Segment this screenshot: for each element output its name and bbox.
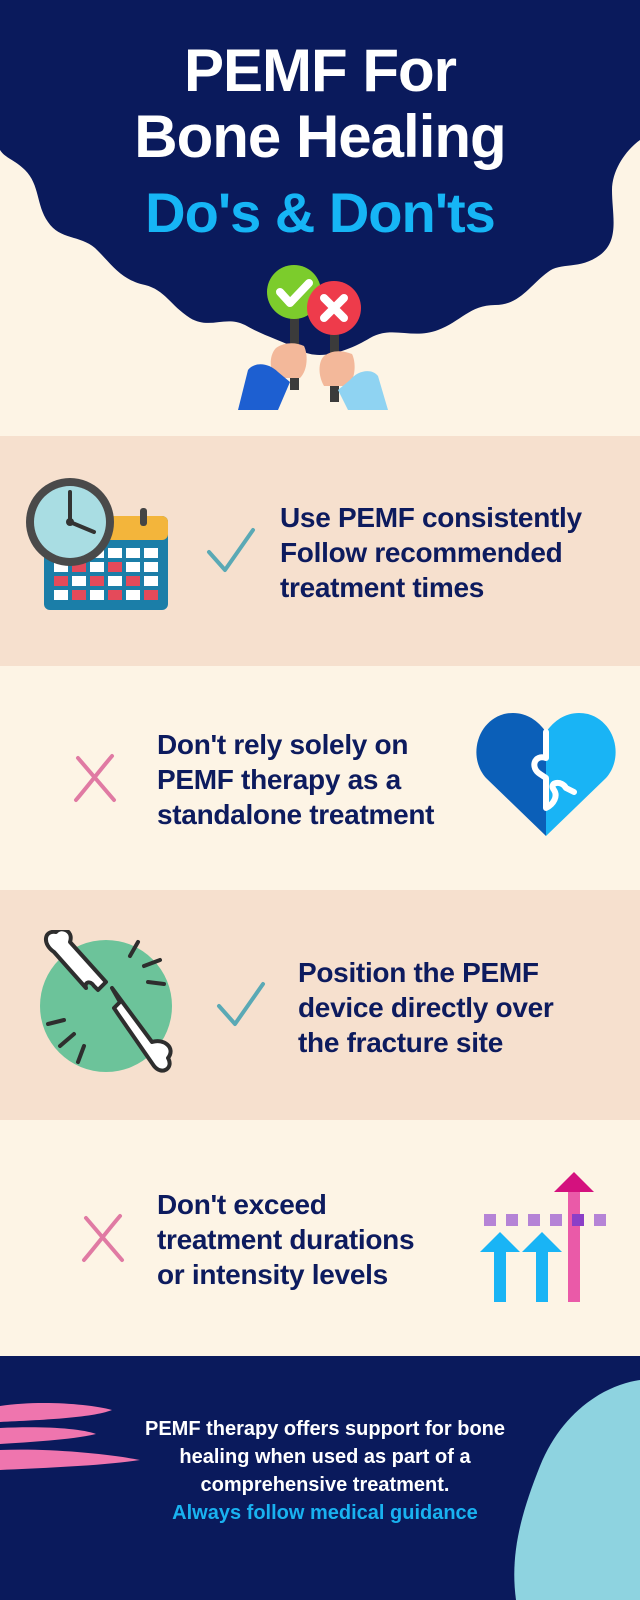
arrows-limit-icon <box>480 1172 606 1302</box>
cross-mark-icon <box>74 754 116 802</box>
puzzle-heart-icon <box>476 712 616 836</box>
title-line-2: Bone Healing <box>134 103 506 170</box>
check-mark-icon-2 <box>217 982 265 1026</box>
dont-row-2 <box>0 1120 640 1356</box>
clock-calendar-icon <box>26 478 168 610</box>
do-text-2: Position the PEMF device directly over t… <box>298 957 554 1058</box>
footer-text: PEMF therapy offers support for bone hea… <box>95 1415 555 1527</box>
footer-decorations <box>0 1380 640 1600</box>
broken-bone-icon <box>40 930 173 1073</box>
footer-accent-text: Always follow medical guidance <box>172 1502 478 1524</box>
header-cloud-shape <box>0 0 640 355</box>
check-mark-icon <box>207 528 255 572</box>
subtitle: Do's & Don'ts <box>145 181 496 244</box>
cross-mark-icon-2 <box>82 1214 124 1262</box>
dont-text-1: Don't rely solely on PEMF therapy as a s… <box>157 729 435 830</box>
title-line-1: PEMF For <box>184 37 457 104</box>
dont-text-2: Don't exceed treatment durations or inte… <box>157 1189 415 1290</box>
do-text-1: Use PEMF consistently Follow recommended… <box>280 502 582 603</box>
hands-signs-icon <box>238 265 388 410</box>
